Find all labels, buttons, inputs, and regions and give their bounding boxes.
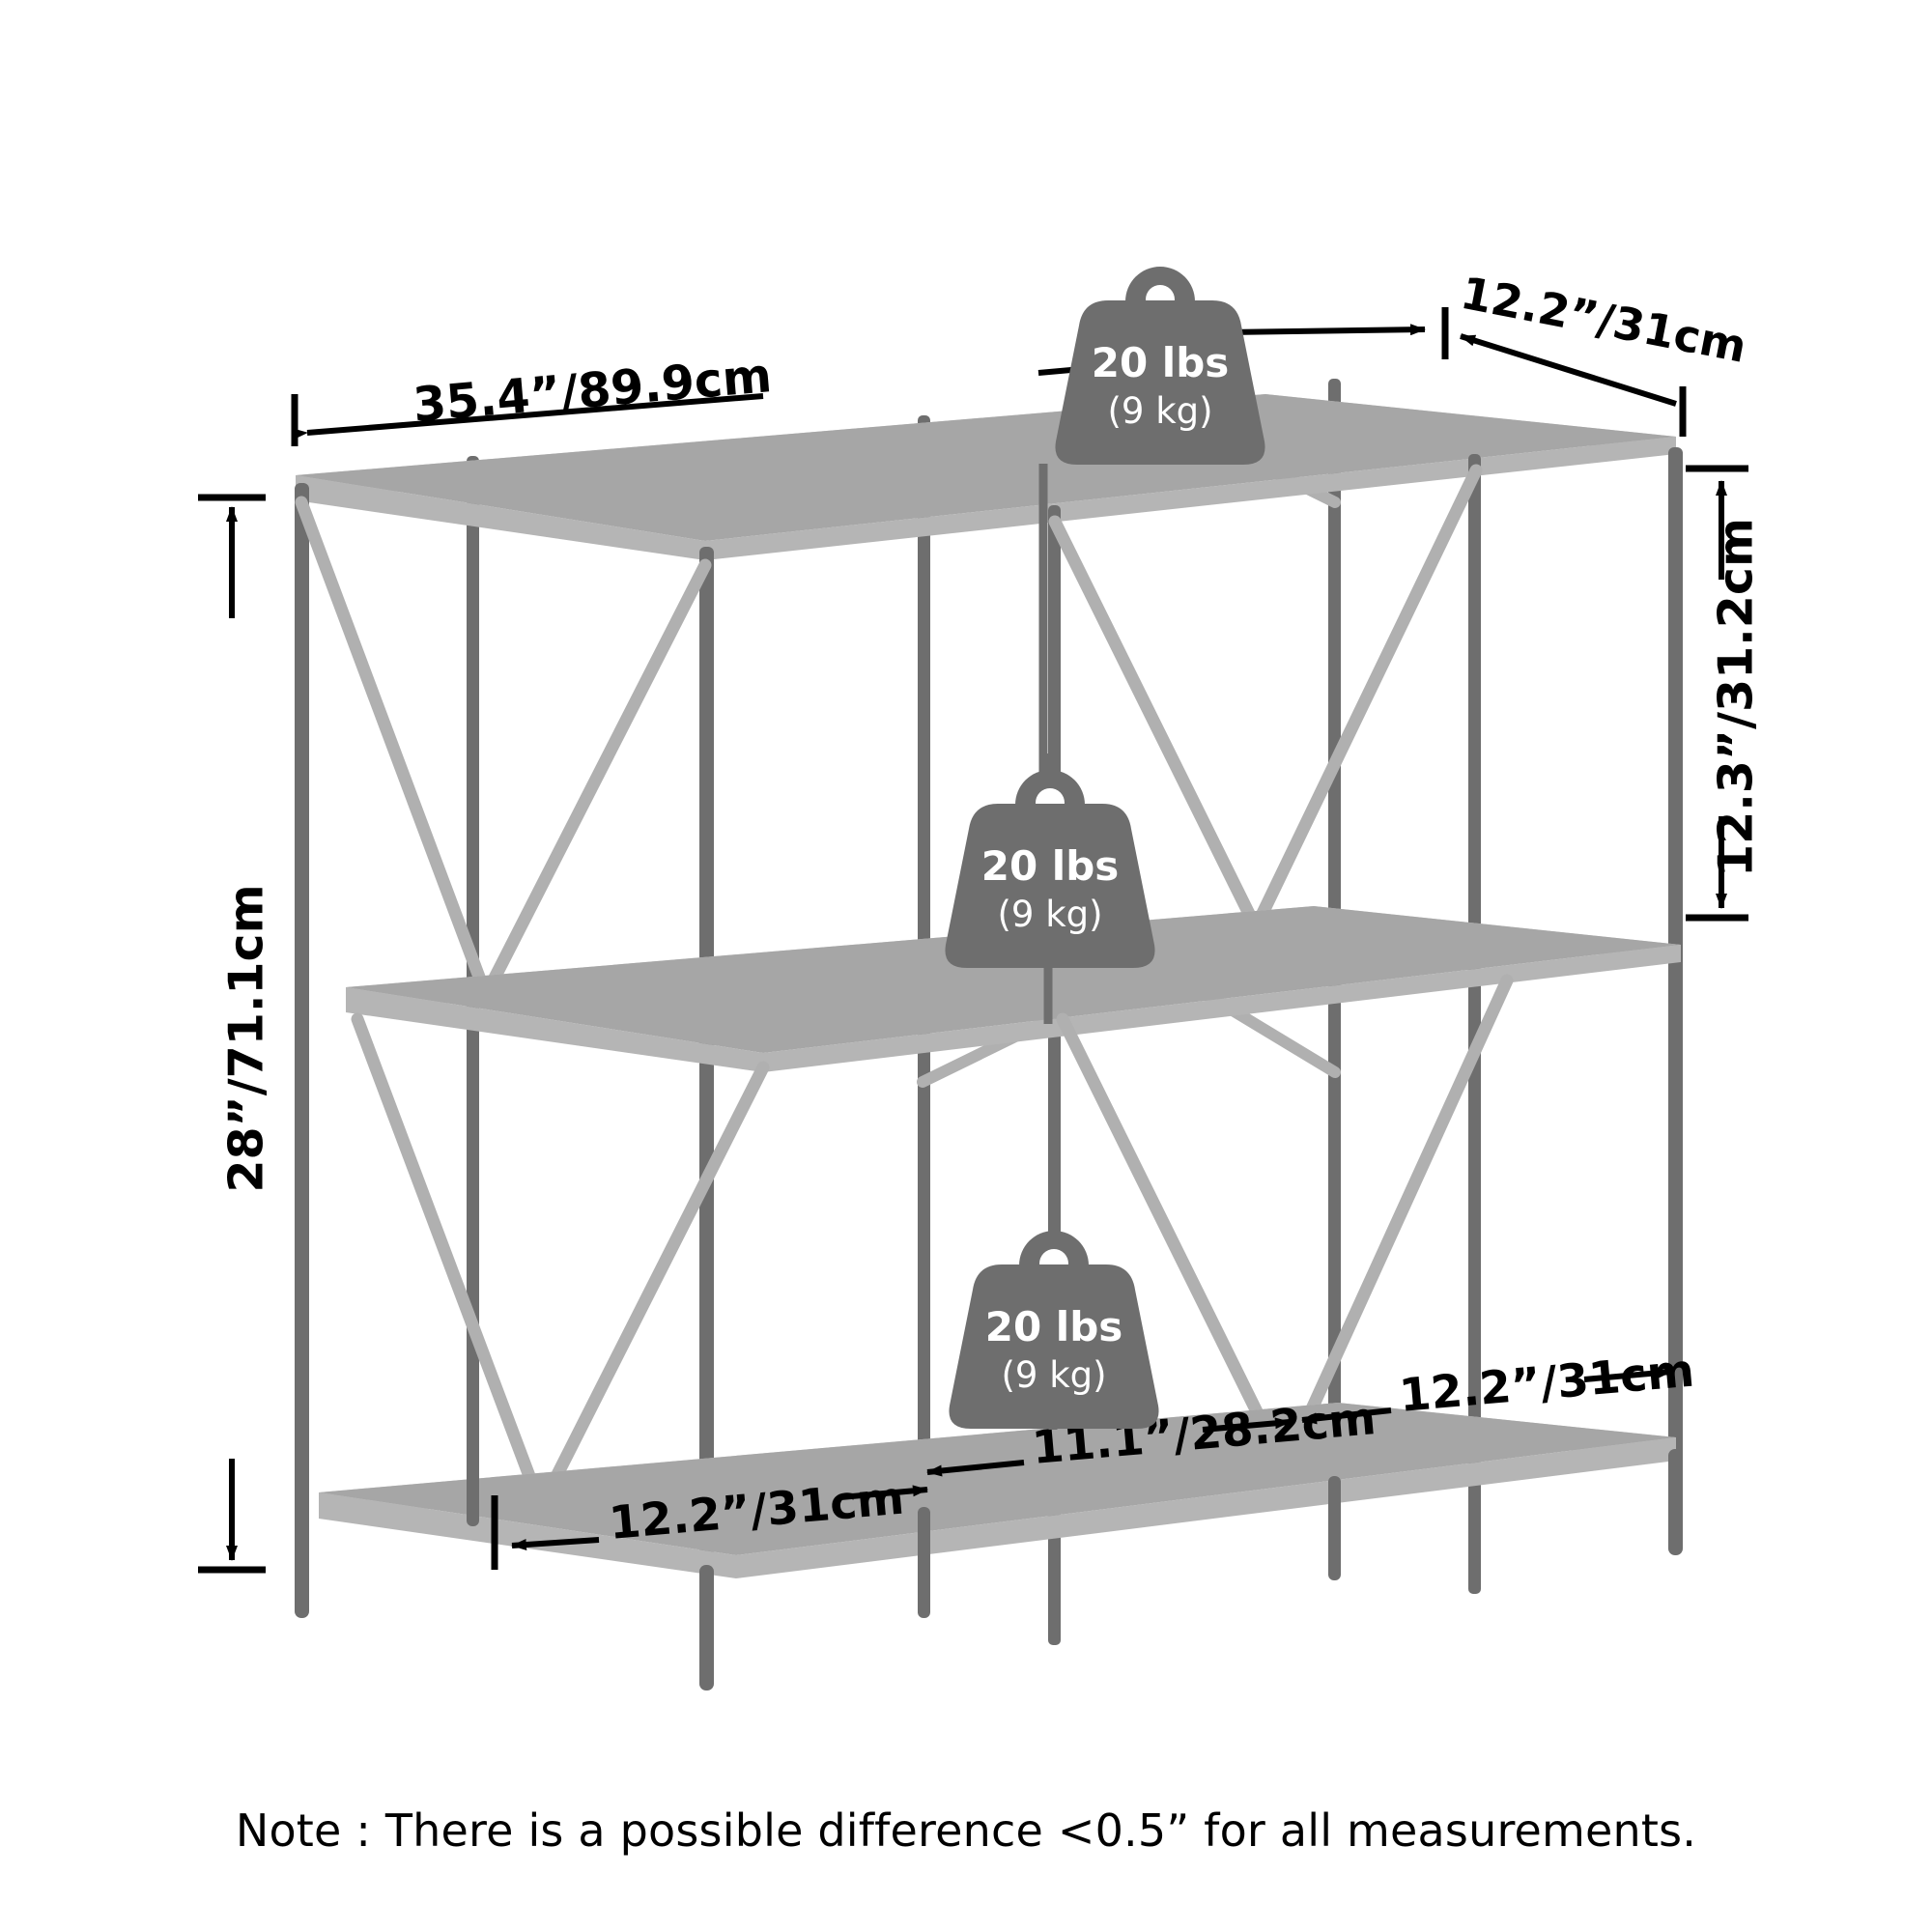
weight-icon-top-kg: (9 kg) — [1107, 390, 1212, 432]
dimension-bay-right — [1301, 1367, 1672, 1425]
shelf-bottom — [319, 1403, 1676, 1578]
front-braces-lower — [351, 974, 1514, 1514]
label-overall-width: 35.4”/89.9cm — [412, 348, 774, 433]
dimension-bay-left — [491, 1485, 928, 1570]
label-overall-height: 28”/71.1cm — [219, 884, 274, 1192]
weight-icon-middle: 20 lbs (9 kg) — [945, 753, 1155, 1024]
weight-icon-top-lbs: 20 lbs — [1092, 339, 1230, 386]
shelf-middle — [346, 906, 1681, 1072]
shelf-top — [296, 394, 1676, 560]
label-shelf-gap: 12.3”/31.2cm — [1709, 518, 1764, 877]
weight-icon-top: 20 lbs (9 kg) — [1038, 267, 1265, 773]
label-top-depth: 12.2”/31cm — [1457, 267, 1751, 373]
dimension-shelf-gap — [1686, 465, 1748, 922]
dimension-overall-height — [198, 494, 266, 1574]
weight-icon-middle-kg: (9 kg) — [997, 894, 1102, 935]
measurement-note: Note : There is a possible difference <0… — [235, 1804, 1697, 1857]
weight-icon-bottom-kg: (9 kg) — [1001, 1354, 1106, 1396]
furniture-illustration — [295, 379, 1683, 1690]
label-bay-right: 12.2”/31cm — [1397, 1344, 1696, 1422]
weight-icon-bottom: 20 lbs (9 kg) — [949, 1159, 1159, 1430]
legs-feet — [295, 1449, 1683, 1690]
weight-icon-bottom-lbs: 20 lbs — [985, 1303, 1123, 1350]
front-braces-upper — [295, 464, 1483, 1002]
dimension-bay-center — [926, 1417, 1291, 1477]
weight-icon-middle-lbs: 20 lbs — [981, 842, 1120, 890]
